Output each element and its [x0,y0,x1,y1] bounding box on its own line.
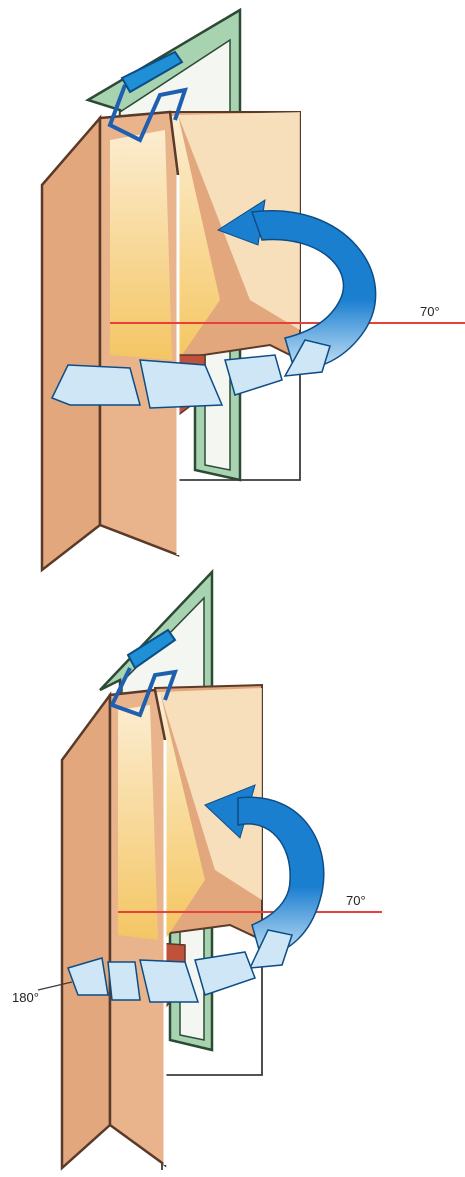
stop-label-bottom: 180° [12,990,39,1005]
figure-top: 70° [42,10,465,570]
floor-arrow-seg2-bottom [195,952,255,995]
middle-leaf-light-top [110,130,172,360]
figure-bottom: 70° 180° [12,572,382,1170]
floor-arrow-seg2-top [225,355,282,395]
angle-label-top: 70° [420,304,440,319]
floor-arrow-head-top [52,365,140,405]
left-leaf-bottom [62,695,110,1168]
angle-label-bottom: 70° [346,893,366,908]
left-leaf-top [42,118,100,570]
floor-arrow-seg4-bottom [108,962,140,1000]
